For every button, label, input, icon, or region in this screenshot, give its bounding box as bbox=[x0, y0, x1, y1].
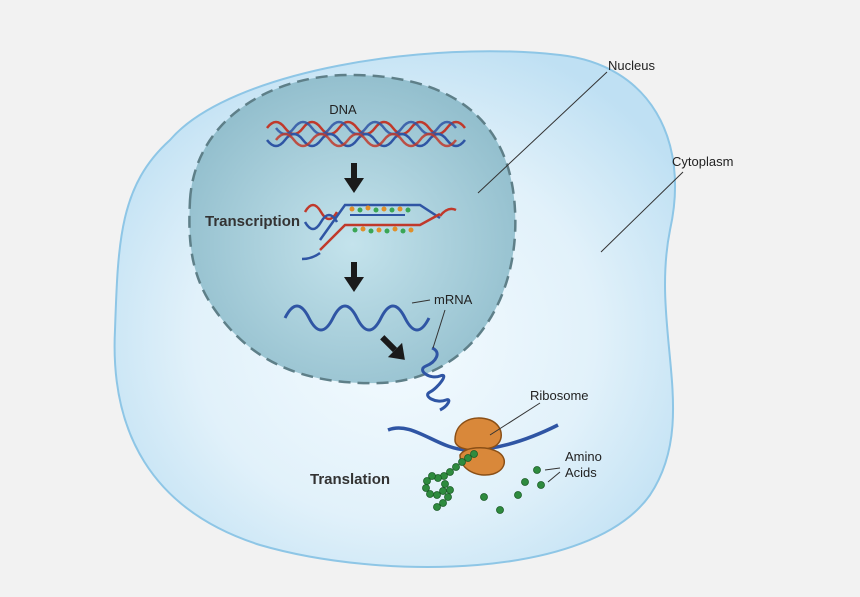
nucleus-label: Nucleus bbox=[608, 58, 655, 73]
mrna-leader-line bbox=[411, 299, 431, 304]
ribosome bbox=[454, 417, 505, 476]
ribosome-label: Ribosome bbox=[530, 388, 589, 403]
nucleus-leader-line bbox=[477, 71, 608, 194]
arrow-transcription-to-mrna bbox=[344, 262, 364, 292]
cytoplasm-label: Cytoplasm bbox=[672, 154, 733, 169]
nucleotides bbox=[349, 205, 414, 234]
nucleus bbox=[188, 73, 517, 385]
arrow-mrna-to-cytoplasm bbox=[380, 335, 405, 360]
amino-acids-leader-line-2 bbox=[547, 471, 561, 483]
mrna-label: mRNA bbox=[434, 292, 473, 307]
mrna-strand bbox=[283, 304, 431, 332]
mrna-exit-leader-line bbox=[432, 309, 446, 349]
cytoplasm-leader-line bbox=[600, 171, 684, 253]
transcription-bubble bbox=[301, 203, 457, 261]
amino-acids-label-line1: Amino bbox=[565, 449, 602, 464]
dna-label: DNA bbox=[329, 102, 357, 117]
transcription-label: Transcription bbox=[205, 213, 300, 230]
arrow-dna-to-transcription bbox=[344, 163, 364, 193]
polypeptide-chain bbox=[422, 450, 478, 511]
amino-acids-label-line2: Acids bbox=[565, 465, 597, 480]
translation-label: Translation bbox=[310, 471, 390, 488]
dna-helix bbox=[266, 120, 466, 148]
mrna-exit-coil bbox=[421, 346, 451, 412]
amino-acids-leader-line-1 bbox=[544, 467, 561, 471]
ribosome-leader-line bbox=[489, 402, 541, 436]
free-amino-acids bbox=[480, 466, 545, 514]
